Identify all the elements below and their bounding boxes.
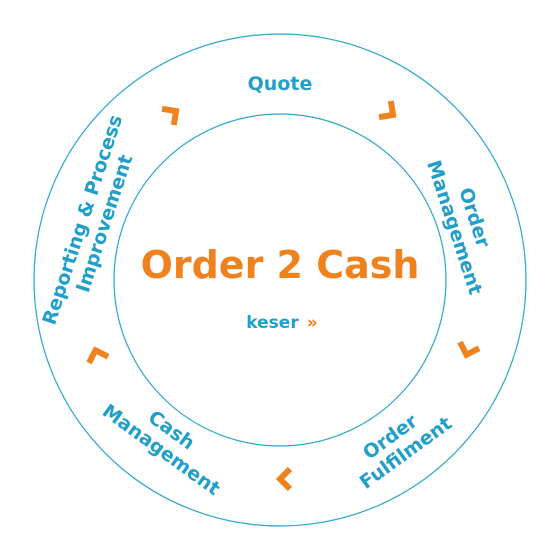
stage-quote-line-1: Quote bbox=[248, 73, 313, 95]
chevron-down-icon bbox=[457, 340, 481, 359]
inner-ring bbox=[113, 113, 447, 447]
double-chevron-icon: » bbox=[307, 313, 318, 333]
stage-cash-management: Cash Management bbox=[98, 382, 237, 500]
chevron-up-icon bbox=[86, 346, 110, 365]
stage-reporting-process-improvement: Reporting & Process Improvement bbox=[38, 106, 150, 334]
chevron-right-icon bbox=[161, 105, 180, 126]
outer-ring bbox=[33, 33, 527, 527]
logo-name: keser bbox=[246, 313, 299, 333]
keser-logo: keser » bbox=[246, 313, 317, 333]
chevron-left-icon bbox=[275, 466, 293, 492]
stage-order-fulfilment: Order Fulfilment bbox=[343, 395, 456, 494]
chevron-right-icon bbox=[378, 100, 397, 121]
diagram-title: Order 2 Cash bbox=[141, 243, 420, 287]
stage-quote: Quote bbox=[248, 73, 313, 95]
stage-order-management: Order Management bbox=[422, 151, 507, 298]
